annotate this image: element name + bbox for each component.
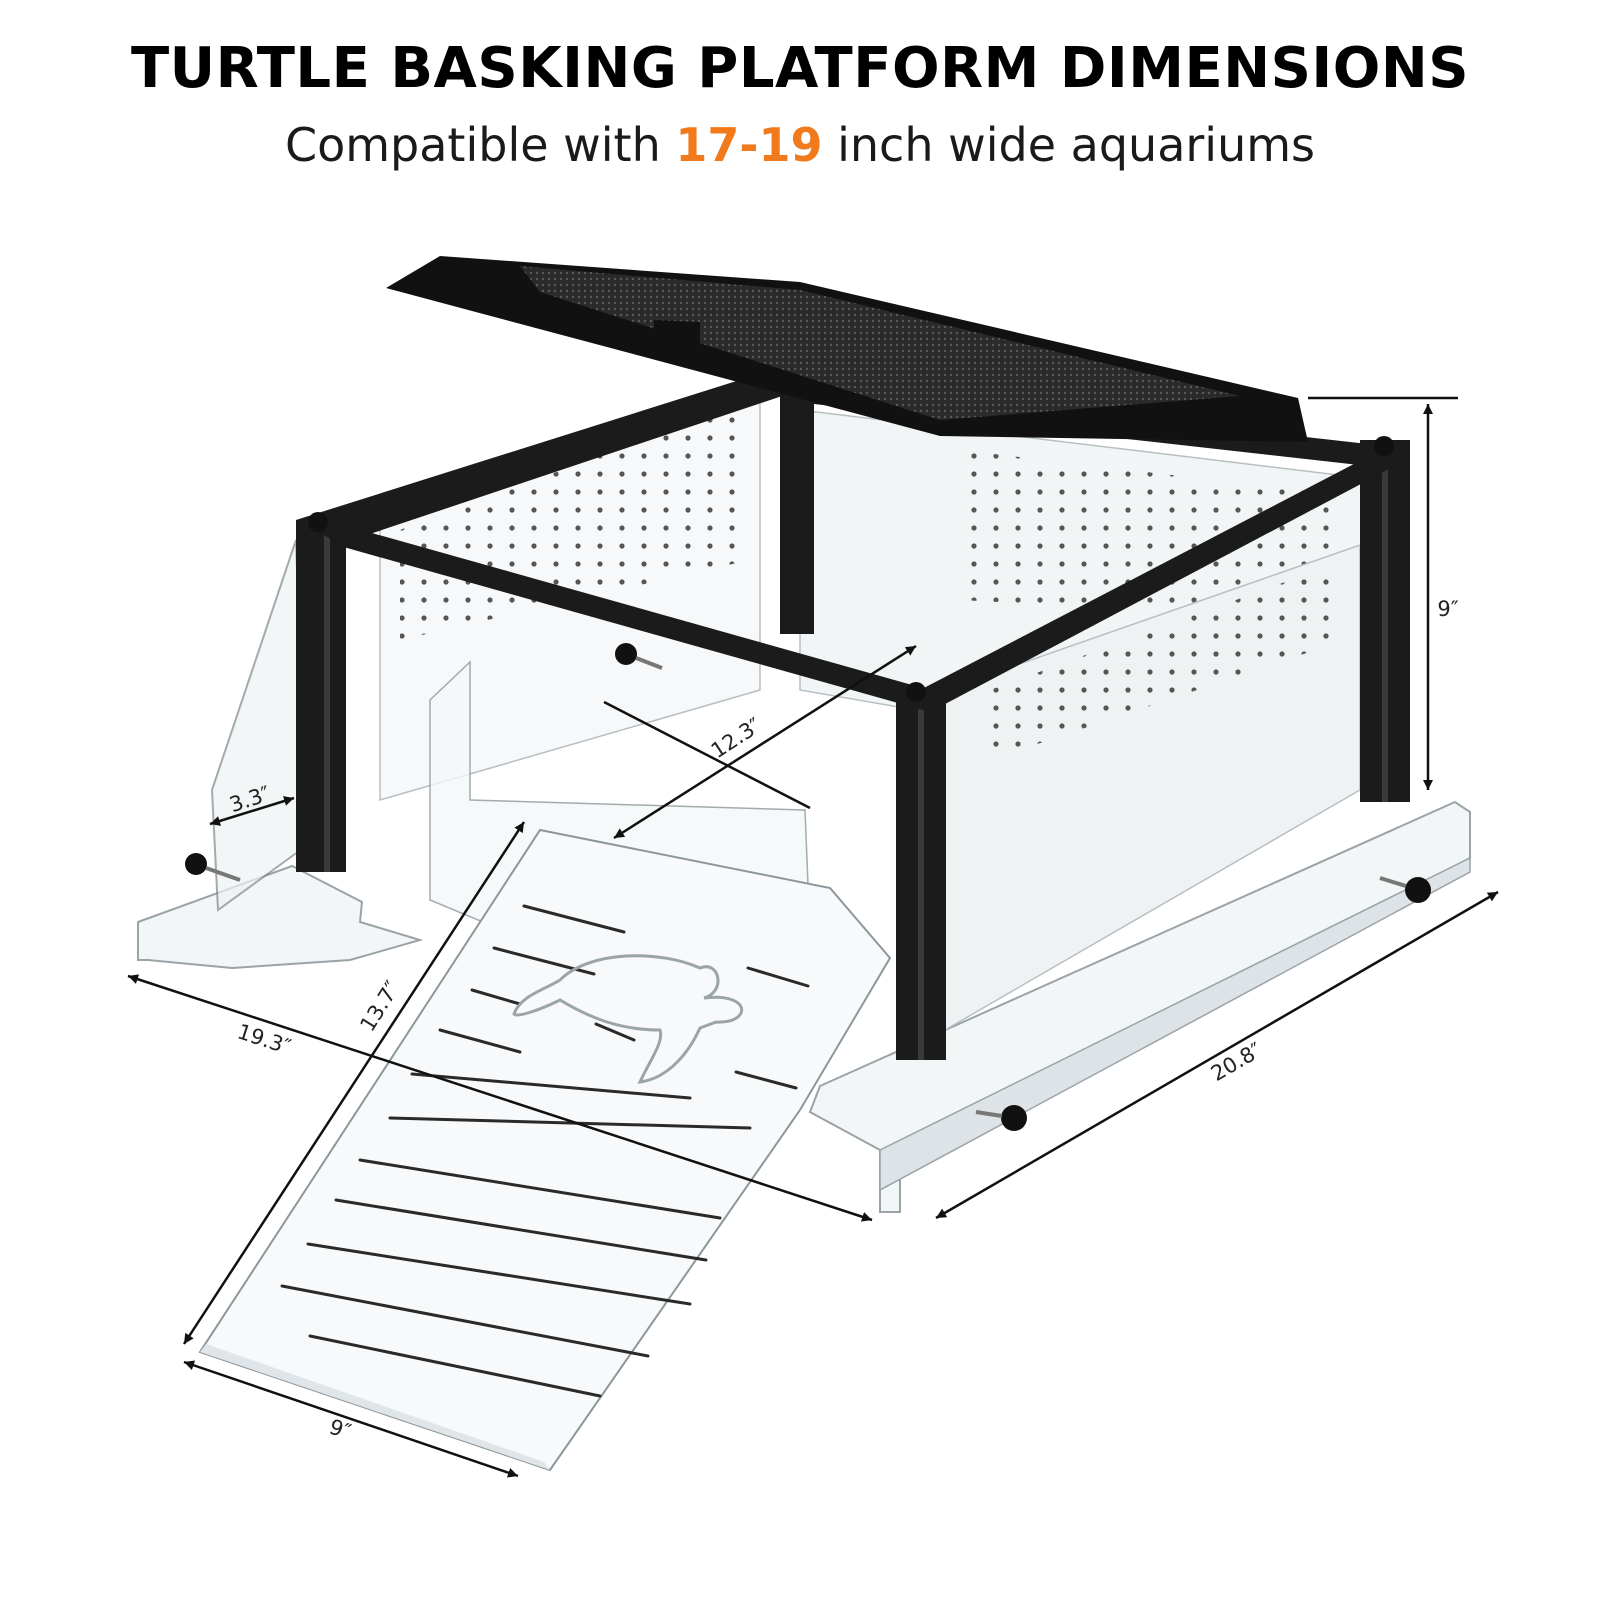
dimline-ramp-width: [183, 1360, 519, 1478]
label-height: 9″: [1437, 597, 1458, 621]
screw-knob-left: [185, 853, 207, 875]
subtitle-prefix: Compatible with: [284, 118, 676, 172]
dimline-inner-depth: [613, 644, 917, 840]
dimline-ledge: [209, 796, 295, 826]
mesh-lid: [386, 256, 1308, 442]
page-subtitle: Compatible with 17-19 inch wide aquarium…: [0, 118, 1600, 172]
label-ramp-width: 9″: [326, 1415, 354, 1444]
subtitle-highlight: 17-19: [675, 118, 823, 172]
page-title: TURTLE BASKING PLATFORM DIMENSIONS: [130, 36, 1470, 101]
label-ramp-length: 13.7″: [355, 977, 404, 1036]
label-width: 19.3″: [234, 1019, 293, 1059]
screw-knob-right: [1405, 877, 1431, 903]
dimline-inner-depth-guide: [603, 700, 811, 810]
dimline-width: [127, 974, 873, 1222]
left-base-foot: [137, 864, 424, 970]
screw-knob-front: [1001, 1105, 1027, 1131]
left-side-panel: [210, 539, 308, 912]
dimline-length: [935, 890, 1499, 1220]
screw-knob-back: [615, 643, 637, 665]
label-inner-depth: 12.3″: [707, 713, 766, 763]
subtitle-suffix: inch wide aquariums: [822, 118, 1316, 172]
dimension-lines: [127, 396, 1499, 1478]
